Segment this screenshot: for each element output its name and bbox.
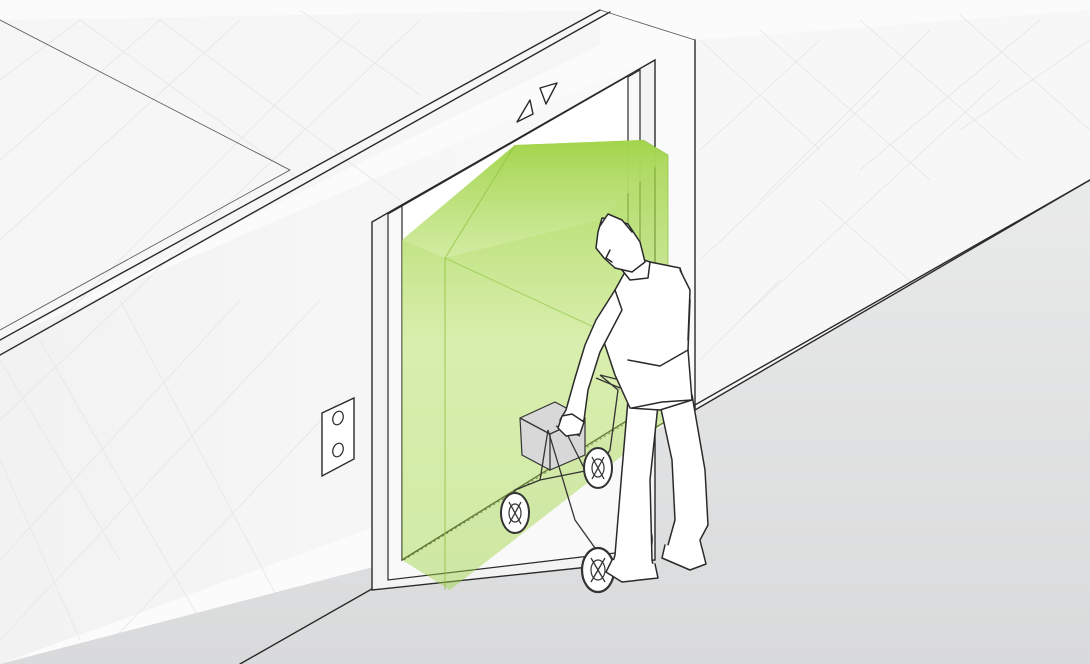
walker-wheel-rear-right [584,448,612,488]
walker-wheel-rear-left [501,493,529,533]
